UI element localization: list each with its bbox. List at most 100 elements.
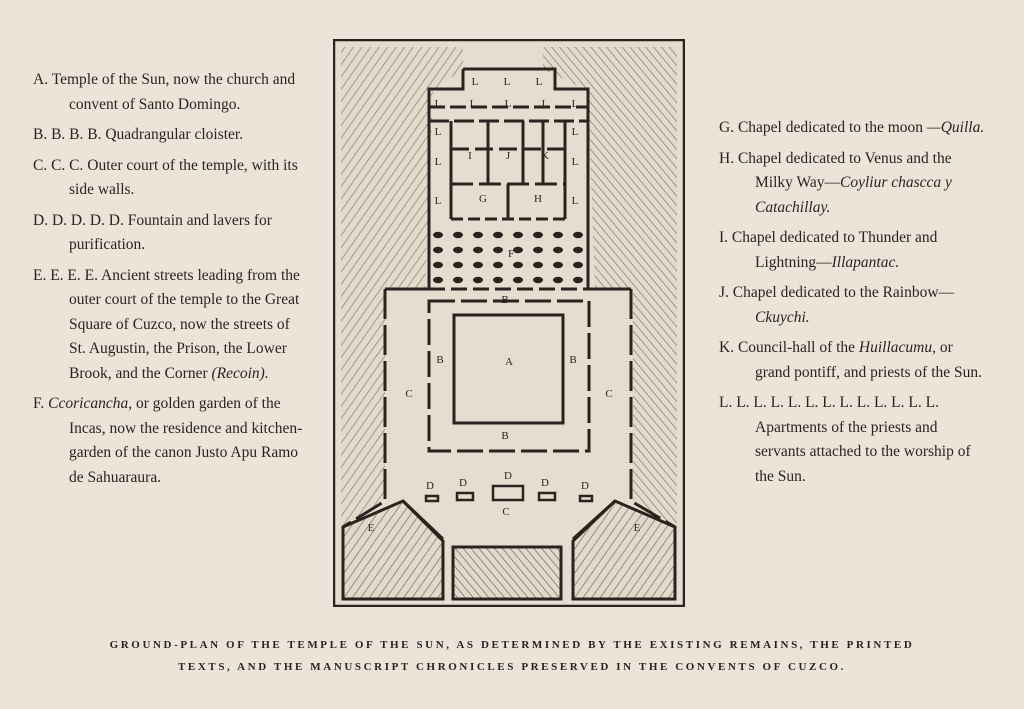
legend-text: or grand pontiff, and priests of the Sun… [755, 339, 983, 381]
legend-key: E. E. E. E. [33, 266, 98, 284]
plan-label-l: L [505, 98, 512, 110]
plan-label-l: L [572, 98, 579, 110]
garden-plant [573, 261, 583, 269]
garden-plant [513, 276, 523, 284]
plan-label-l: L [536, 76, 543, 88]
garden-plant [553, 246, 563, 254]
legend-key: L. L. L. L. L. L. L. L. L. L. L. L. L. [719, 394, 939, 411]
legend-text: Chapel dedicated to the moon [737, 119, 924, 136]
garden-plant [473, 261, 483, 269]
caption-line-2: TEXTS, AND THE MANUSCRIPT CHRONICLES PRE… [177, 661, 847, 673]
legend-entry-k: K. Council-hall of the Huillacumu, or gr… [719, 336, 991, 385]
garden-plant [433, 276, 443, 284]
outer-court-walls [342, 287, 676, 541]
garden-plant [533, 276, 543, 284]
garden-plant [493, 231, 503, 239]
legend-italic: Coyliur chascca y Catachillay. [755, 174, 952, 216]
legend-entry-b: B. B. B. B. Quadrangular cloister. [33, 123, 309, 148]
plan-label-l: L [572, 156, 579, 168]
laver-1 [424, 494, 440, 503]
garden-plant [533, 231, 543, 239]
legend-key: D. D. D. D. D. [33, 211, 124, 229]
garden-plant [553, 231, 563, 239]
garden-plant [513, 246, 523, 254]
plan-label-l: L [435, 195, 442, 207]
legend-key: J. [719, 284, 729, 301]
legend-key: B. B. B. B. [33, 126, 102, 143]
legend-text: Chapel dedicated to the Rainbow— [732, 284, 955, 301]
plan-label-c: C [405, 388, 412, 400]
plan-label-b: B [569, 354, 576, 366]
legend-entry-l: L. L. L. L. L. L. L. L. L. L. L. L. L. A… [719, 391, 991, 489]
legend-italic: (Recoin). [211, 364, 269, 382]
plan-label-h: H [534, 193, 542, 205]
plan-label-c: C [502, 506, 509, 518]
chapel-complex [427, 67, 590, 291]
caption-line-1: GROUND-PLAN OF THE TEMPLE OF THE SUN, AS… [109, 639, 915, 651]
street-block-right [571, 499, 677, 601]
fountain-center [491, 484, 525, 502]
legend-entry-f: F. Ccoricancha, or golden garden of the … [33, 392, 309, 490]
legend-key: F. [33, 395, 45, 412]
golden-garden [433, 231, 583, 284]
garden-plant [553, 261, 563, 269]
plan-label-l: L [470, 98, 477, 110]
legend-entry-e: E. E. E. E. Ancient streets leading from… [33, 264, 309, 387]
plan-label-d: D [541, 477, 549, 489]
plan-label-d: D [581, 480, 589, 492]
legend-key: H. [719, 149, 735, 167]
plan-label-l: L [472, 76, 479, 88]
garden-plant [493, 276, 503, 284]
street-block-left [341, 499, 445, 601]
garden-plant [533, 246, 543, 254]
legend-italic: —Quilla. [926, 119, 985, 136]
plan-label-l: L [435, 98, 442, 110]
legend-right: G. Chapel dedicated to the moon —Quilla.… [719, 116, 991, 495]
plan-label-l: L [504, 76, 511, 88]
street-block-center [451, 545, 563, 601]
legend-italic: Ccoricancha, [48, 395, 133, 412]
fountains [424, 484, 594, 503]
garden-plant [453, 261, 463, 269]
legend-key: A. [33, 71, 49, 88]
legend-text: Ancient streets leading from the outer c… [69, 266, 300, 382]
legend-entry-a: A. Temple of the Sun, now the church and… [33, 68, 309, 117]
garden-plant [513, 261, 523, 269]
legend-entry-j: J. Chapel dedicated to the Rainbow—Ckuyc… [719, 281, 991, 330]
garden-plant [573, 246, 583, 254]
plan-label-a: A [505, 356, 513, 368]
plan-label-l: L [572, 195, 579, 207]
plan-label-d: D [426, 480, 434, 492]
garden-plant [473, 276, 483, 284]
temple-a [452, 313, 565, 425]
legend-entry-i: I. Chapel dedicated to Thunder and Light… [719, 226, 991, 275]
plan-label-j: J [506, 150, 511, 162]
garden-plant [433, 246, 443, 254]
legend-text: Quadrangular cloister. [105, 126, 244, 143]
plan-label-b: B [501, 294, 508, 306]
legend-entry-d: D. D. D. D. D. Fountain and lavers for p… [33, 209, 309, 258]
garden-plant [473, 246, 483, 254]
plan-label-l: L [542, 98, 549, 110]
plan-label-f: F [508, 248, 514, 260]
garden-plant [513, 231, 523, 239]
plan-label-d: D [504, 470, 512, 482]
legend-italic: Huillacumu, [858, 339, 936, 356]
garden-plant [453, 231, 463, 239]
garden-plant [433, 261, 443, 269]
garden-plant [573, 231, 583, 239]
plan-label-l: L [435, 156, 442, 168]
garden-plant [453, 276, 463, 284]
legend-text: Fountain and lavers for purification. [69, 211, 272, 254]
plan-label-d: D [459, 477, 467, 489]
legend-text: Outer court of the temple, with its side… [69, 156, 298, 199]
legend-text: or golden garden of the Incas, now the r… [69, 395, 303, 486]
garden-plant [533, 261, 543, 269]
plan-label-l: L [435, 126, 442, 138]
plan-label-b: B [436, 354, 443, 366]
legend-entry-g: G. Chapel dedicated to the moon —Quilla. [719, 116, 991, 141]
legend-italic: Illapantac. [831, 253, 900, 271]
laver-4 [578, 494, 594, 503]
